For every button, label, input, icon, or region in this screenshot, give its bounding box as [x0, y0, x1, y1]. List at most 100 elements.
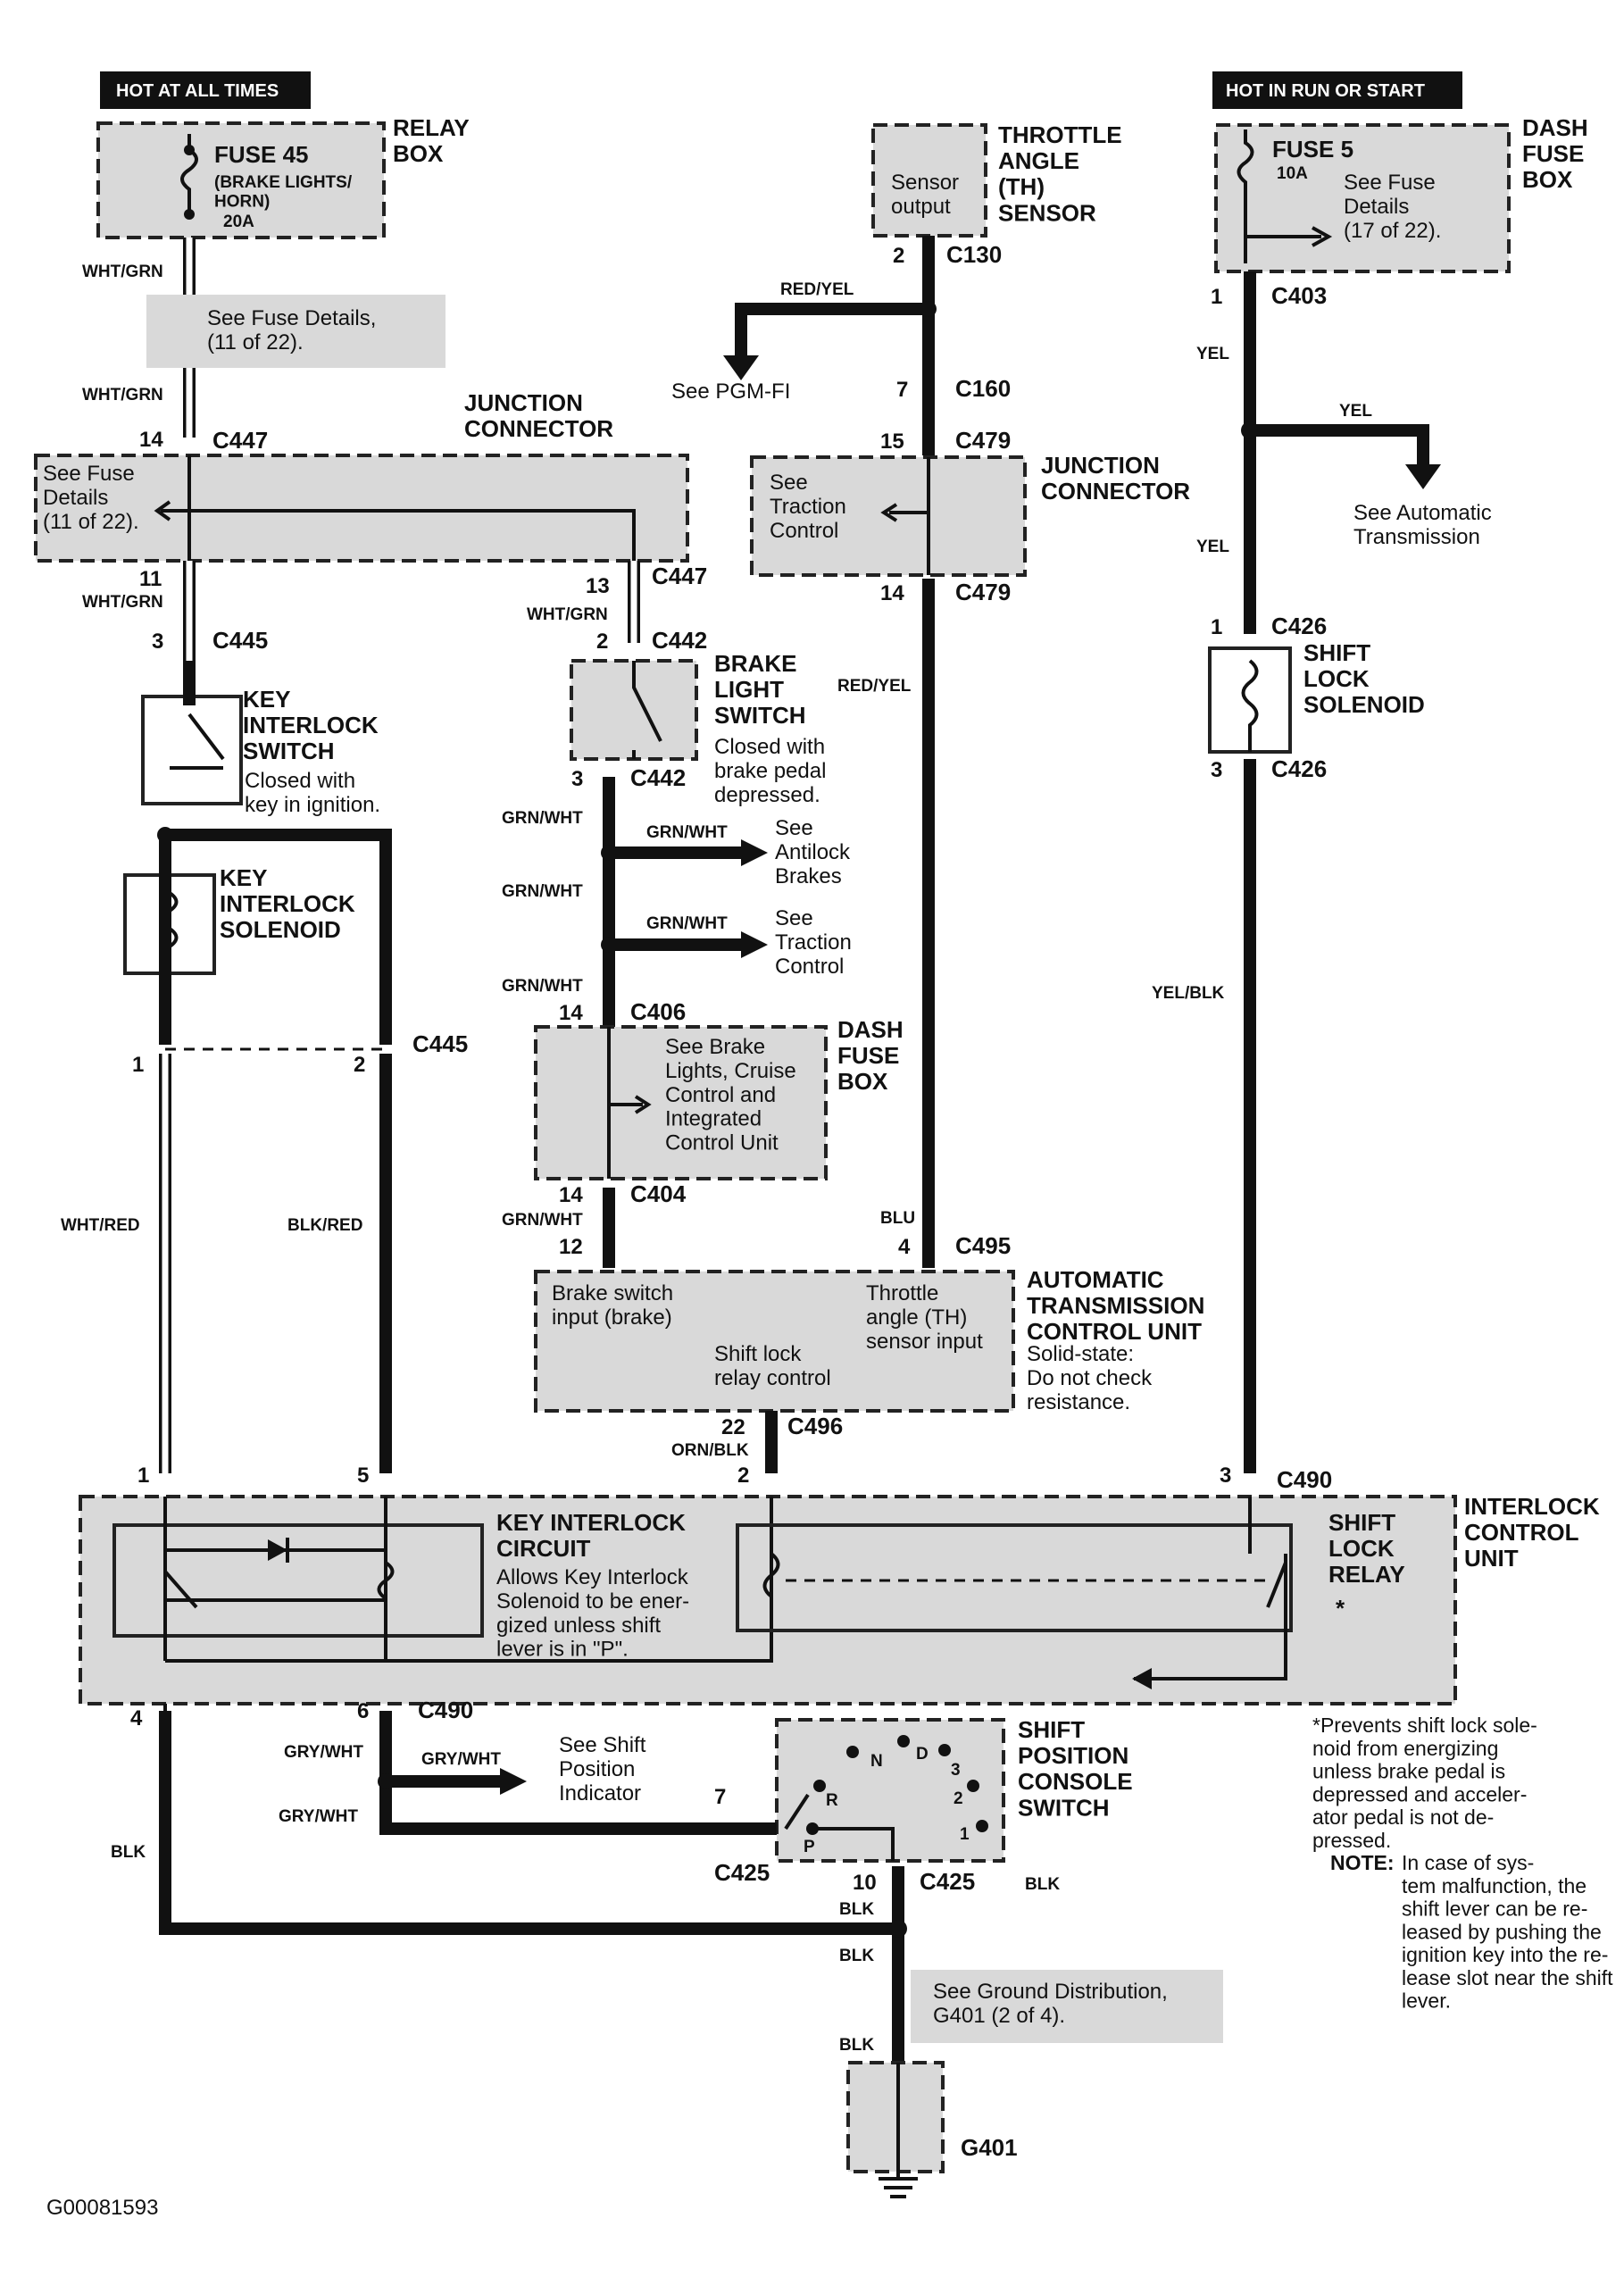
connector-label: C160 [955, 375, 1011, 402]
connector-label: C479 [955, 579, 1011, 605]
pin-label: 2 [737, 1464, 749, 1488]
connector-label: C130 [946, 241, 1002, 268]
header-hot-in-run-bg [1212, 71, 1462, 109]
wire-label: GRN/WHT [646, 914, 728, 933]
pin-label: 4 [130, 1706, 143, 1730]
fuse-details-1-bg [146, 295, 446, 368]
connector-label: C404 [630, 1180, 687, 1207]
coil-icon [1241, 659, 1259, 752]
pin-label: 7 [714, 1785, 726, 1809]
wire [607, 1027, 643, 1179]
dash-fuse-box-top [1214, 123, 1511, 273]
wire-label: GRN/WHT [502, 809, 583, 828]
connector-label: C425 [714, 1859, 770, 1886]
node [846, 1746, 859, 1758]
wire-label: YEL [1196, 538, 1229, 556]
shift-lock-relay-star: * [1336, 1595, 1345, 1622]
arrow-icon [741, 839, 768, 866]
pin-label: 2 [354, 1053, 365, 1077]
junction-connector-left [34, 454, 689, 563]
key-interlock-switch-box [141, 695, 243, 805]
ground-note: See Ground Distribution,G401 (2 of 4). [933, 1980, 1168, 2028]
th-sensor-box [871, 123, 987, 238]
connector-label: C403 [1271, 282, 1327, 309]
arrow-icon [723, 355, 759, 380]
wire [1134, 1497, 1287, 1680]
pin-label: 15 [880, 429, 904, 454]
node [184, 145, 195, 155]
wire-label: GRN/WHT [502, 977, 583, 996]
pin-label: 1 [1211, 615, 1222, 639]
pin-label: 11 [139, 567, 162, 591]
node [938, 1744, 951, 1756]
header-hot-at-all-times-bg [100, 71, 311, 109]
shift-position-label: 2 [954, 1789, 963, 1808]
pin-label: 14 [880, 581, 904, 605]
node [976, 1820, 988, 1832]
connector-label: C442 [652, 627, 707, 654]
pin-label: 13 [586, 574, 610, 598]
shift-position-label: P [804, 1838, 815, 1856]
connector-label: C447 [212, 427, 268, 454]
shift-lock-relay-box [736, 1523, 1293, 1632]
fuse-45: FUSE 45 [214, 141, 309, 168]
wire [784, 1793, 895, 1861]
pin-label: 1 [132, 1053, 144, 1077]
connector-label: C479 [955, 427, 1011, 454]
pin-label: 4 [898, 1235, 911, 1259]
wire-label: GRN/WHT [502, 882, 583, 901]
shift-position-label: R [826, 1791, 838, 1810]
fuse-details-1: See Fuse Details,(11 of 22). [207, 306, 376, 354]
arrow-icon [880, 503, 898, 522]
wire-label: GRN/WHT [646, 823, 728, 842]
switch-icon [632, 661, 662, 759]
wire [735, 303, 929, 355]
shift-position-label: 3 [951, 1761, 961, 1780]
connector-label: C426 [1271, 613, 1327, 639]
wire-label: WHT/GRN [82, 386, 163, 404]
connector-label: C447 [652, 563, 707, 589]
wire [159, 1711, 898, 1935]
shift-position-switch-box [775, 1718, 1005, 1863]
arrow-icon [1312, 226, 1333, 247]
pin-label: 3 [571, 767, 583, 791]
arrow-icon [154, 500, 171, 521]
connector-label: C490 [418, 1697, 473, 1723]
fuse-45-rating: 20A [223, 213, 254, 231]
wire-label: ORN/BLK [671, 1441, 749, 1460]
shift-positions: N D 3 2 R P 1 [804, 1735, 988, 1856]
pin-label: 14 [139, 428, 163, 452]
fuse-5: FUSE 5 [1272, 136, 1353, 163]
arrow-icon [1405, 464, 1441, 489]
node [806, 1822, 819, 1835]
pin-label: 1 [137, 1464, 149, 1488]
relay-box [96, 121, 386, 239]
connector-label: C442 [630, 764, 686, 791]
pin-label: 10 [853, 1871, 877, 1895]
node [889, 1920, 907, 1938]
node [184, 209, 195, 220]
arrow-icon [500, 1768, 527, 1795]
connector-label: C445 [412, 1030, 468, 1057]
pin-label: 1 [1211, 285, 1222, 309]
wire-label: YEL/BLK [1152, 984, 1225, 1003]
